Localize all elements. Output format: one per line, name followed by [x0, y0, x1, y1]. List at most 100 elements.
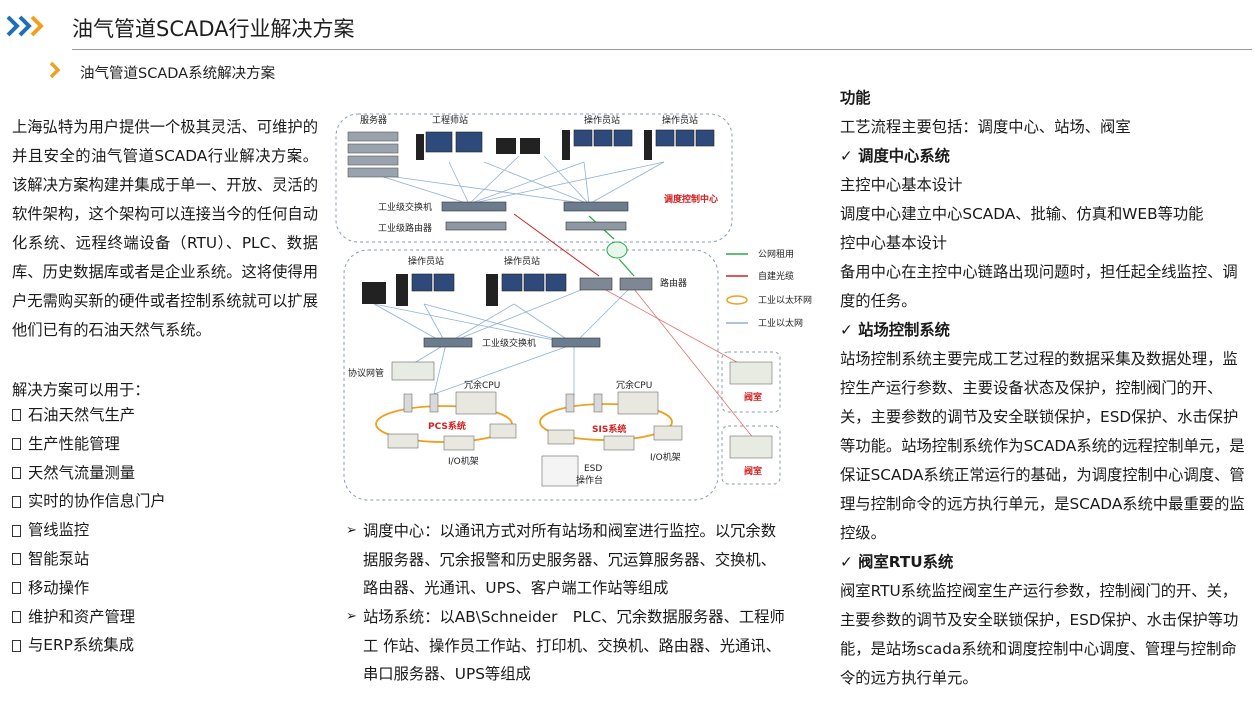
switch-icon — [423, 337, 473, 348]
router-icon — [579, 277, 613, 291]
server-rack-icon — [347, 131, 399, 178]
rtu-body: 阀室RTU系统监控阀室生产运行参数，控制阀门的开、关，主要参数的调节及安全联锁保… — [840, 582, 1239, 687]
list-item: 天然气流量测量 — [12, 459, 166, 488]
function-heading: 功能 — [840, 89, 871, 107]
label-industrial-router: 工业级路由器 — [378, 222, 432, 234]
label-protocol-gateway: 协议网管 — [348, 367, 384, 379]
fiber-link — [633, 288, 755, 440]
checkbox-glyph-icon — [12, 495, 21, 508]
operator-station-icon — [644, 129, 715, 160]
label-esd: ESD — [584, 464, 602, 474]
list-item: 管线监控 — [12, 516, 166, 545]
operator-station-icon — [486, 273, 567, 306]
rtu-heading: ✓ 阀室RTU系统 — [840, 553, 954, 571]
station-body: 站场控制系统主要完成工艺过程的数据采集及数据处理，监控生产运行参数、主要设备状态… — [840, 350, 1245, 542]
io-rack-icon — [489, 423, 517, 439]
checkbox-glyph-icon — [12, 438, 21, 451]
list-item-label: 管线监控 — [28, 521, 90, 540]
plc-icon — [403, 393, 413, 413]
gateway-icon — [391, 361, 435, 381]
dispatch-line: 主控中心基本设计 — [840, 176, 963, 194]
switch-icon — [441, 201, 507, 212]
list-item: 生产性能管理 — [12, 430, 166, 459]
label-io-rack: I/O机架 — [448, 455, 479, 467]
function-intro: 工艺流程主要包括：调度中心、站场、阀室 — [840, 118, 1131, 136]
public-link — [618, 258, 635, 277]
engineer-station-icon — [416, 131, 540, 160]
list-item-label: 天然气流量测量 — [28, 463, 136, 482]
switch-icon — [563, 201, 629, 212]
scada-network-diagram: 服务器 工程师站 操作员站 操作员站 工业级交换机 工业级路由器 调度控制中心 … — [335, 113, 812, 501]
label-operator-station: 操作员站 — [584, 114, 620, 126]
label-valve-room: 阀室 — [744, 465, 762, 477]
arrow-bullet-icon: ➢ — [346, 609, 357, 624]
checkbox-glyph-icon — [12, 610, 21, 623]
label-operator-station: 操作员站 — [504, 255, 540, 267]
checkbox-glyph-icon — [12, 466, 21, 479]
list-item-label: 生产性能管理 — [28, 434, 120, 453]
dispatch-heading: ✓ 调度中心系统 — [840, 147, 950, 165]
plc-icon — [429, 393, 439, 413]
list-item-label: 与ERP系统集成 — [28, 636, 135, 655]
fiber-link — [603, 288, 745, 367]
printer-icon — [362, 282, 386, 304]
valve-rtu-icon — [729, 361, 773, 385]
list-item: 移动操作 — [12, 574, 166, 603]
dispatch-center-bullet: ➢ 调度中心：以通讯方式对所有站场和阀室进行监控。以冗余数据服务器、冗余报警和历… — [346, 517, 786, 603]
valve-room-region — [721, 351, 781, 413]
io-rack-icon — [443, 435, 475, 451]
station-system-bullet: ➢ 站场系统：以AB\Schneider PLC、冗余数据服务器、工程师工 作站… — [346, 603, 786, 689]
router-icon — [565, 221, 627, 231]
dispatch-center-region — [335, 113, 733, 243]
io-rack-icon — [653, 425, 683, 441]
list-item: 维护和资产管理 — [12, 603, 166, 632]
list-item: 智能泵站 — [12, 545, 166, 574]
dispatch-line: 控中心基本设计 — [840, 234, 948, 252]
intro-paragraph: 上海弘特为用户提供一个极其灵活、可维护的并且安全的油气管道SCADA行业解决方案… — [12, 118, 318, 339]
plc-icon — [593, 393, 603, 413]
list-item-label: 实时的协作信息门户 — [28, 492, 166, 511]
redundant-cpu-icon — [617, 391, 659, 415]
list-item-label: 石油天然气生产 — [28, 406, 136, 424]
section-subtitle: 油气管道SCADA系统解决方案 — [80, 66, 276, 82]
list-item-label: 智能泵站 — [28, 549, 90, 568]
bullet-text: 调度中心：以通讯方式对所有站场和阀室进行监控。以冗余数据服务器、冗余报警和历史服… — [363, 522, 777, 597]
label-engineer-station: 工程师站 — [432, 114, 468, 126]
legend-label: 工业以太环网 — [758, 294, 812, 306]
list-item: 与ERP系统集成 — [12, 631, 166, 660]
checkbox-glyph-icon — [12, 524, 21, 537]
redundant-cpu-icon — [455, 391, 497, 415]
operator-station-icon — [562, 129, 633, 160]
dispatch-line: 备用中心在主控中心链路出现问题时，担任起全线监控、调度的任务。 — [840, 263, 1238, 310]
legend-label: 自建光缆 — [758, 270, 794, 282]
label-redundant-cpu: 冗余CPU — [464, 379, 500, 391]
station-heading: ✓ 站场控制系统 — [840, 321, 950, 339]
chevron-right-icon — [49, 61, 61, 79]
plc-icon — [565, 393, 575, 413]
label-server: 服务器 — [360, 114, 387, 126]
io-rack-icon — [387, 433, 419, 449]
fiber-link — [513, 213, 600, 277]
label-industrial-switch: 工业级交换机 — [378, 201, 432, 213]
cloud-icon — [606, 241, 628, 259]
list-item-label: 移动操作 — [28, 578, 90, 597]
label-operator-station: 操作员站 — [662, 114, 698, 126]
io-rack-icon — [603, 435, 635, 451]
label-console: 操作台 — [576, 474, 603, 486]
label-redundant-cpu: 冗余CPU — [616, 379, 652, 391]
list-item: 石油天然气生产 — [12, 401, 166, 430]
page-title: 油气管道SCADA行业解决方案 — [72, 17, 355, 41]
label-operator-station: 操作员站 — [408, 255, 444, 267]
list-item: 实时的协作信息门户 — [12, 487, 166, 516]
uses-list: 石油天然气生产 生产性能管理 天然气流量测量 实时的协作信息门户 管线监控 智能… — [12, 401, 166, 660]
router-icon — [619, 277, 653, 291]
label-io-rack: I/O机架 — [650, 451, 681, 463]
switch-icon — [551, 337, 601, 348]
checkbox-glyph-icon — [12, 409, 21, 422]
label-pcs-system: PCS系统 — [428, 420, 466, 432]
valve-room-region — [721, 425, 781, 485]
label-valve-room: 阀室 — [744, 391, 762, 403]
dispatch-line: 调度中心建立中心SCADA、批输、仿真和WEB等功能 — [840, 205, 1204, 223]
logo-chevrons-icon — [6, 15, 44, 37]
checkbox-glyph-icon — [12, 582, 21, 595]
